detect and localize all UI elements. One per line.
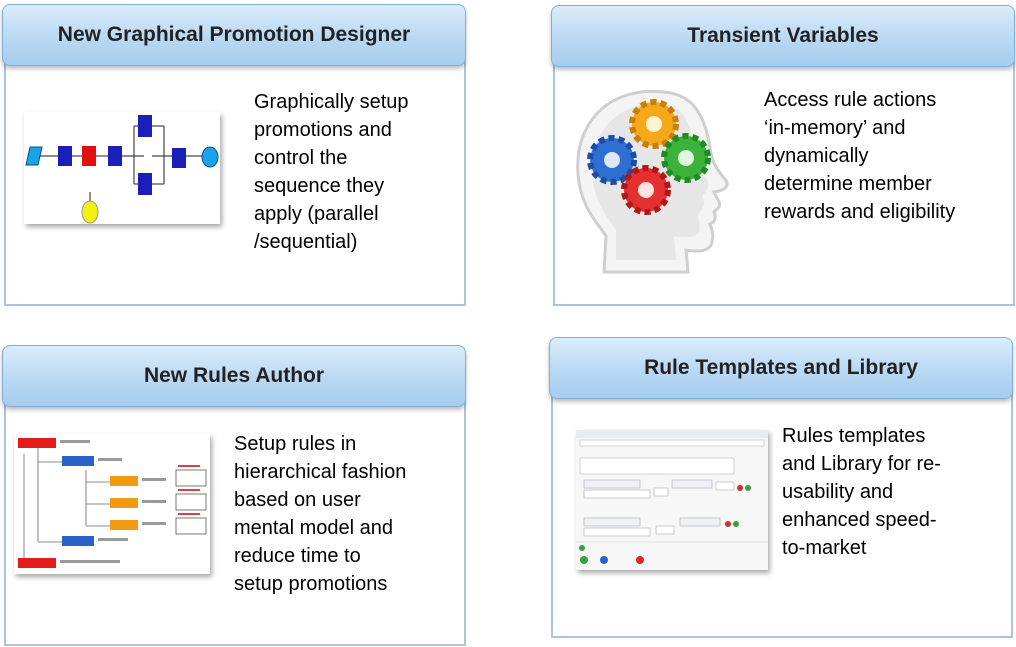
head-gears-icon bbox=[568, 84, 736, 274]
panel-title: New Rules Author bbox=[2, 345, 466, 407]
rule-editor-screenshot-icon bbox=[576, 430, 768, 570]
panel-title: Transient Variables bbox=[551, 5, 1015, 67]
panel-title: Rule Templates and Library bbox=[549, 337, 1013, 399]
rule-hierarchy-icon bbox=[14, 434, 210, 574]
panel-description: Access rule actions ‘in-memory’ and dyna… bbox=[764, 89, 956, 223]
panel-title: New Graphical Promotion Designer bbox=[2, 4, 466, 66]
panel-description: Setup rules in hierarchical fashion base… bbox=[234, 433, 407, 595]
panel-description: Graphically setup promotions and control… bbox=[254, 91, 409, 253]
panel-description: Rules templates and Library for re- usab… bbox=[782, 425, 941, 559]
flow-diagram-icon bbox=[24, 112, 220, 224]
